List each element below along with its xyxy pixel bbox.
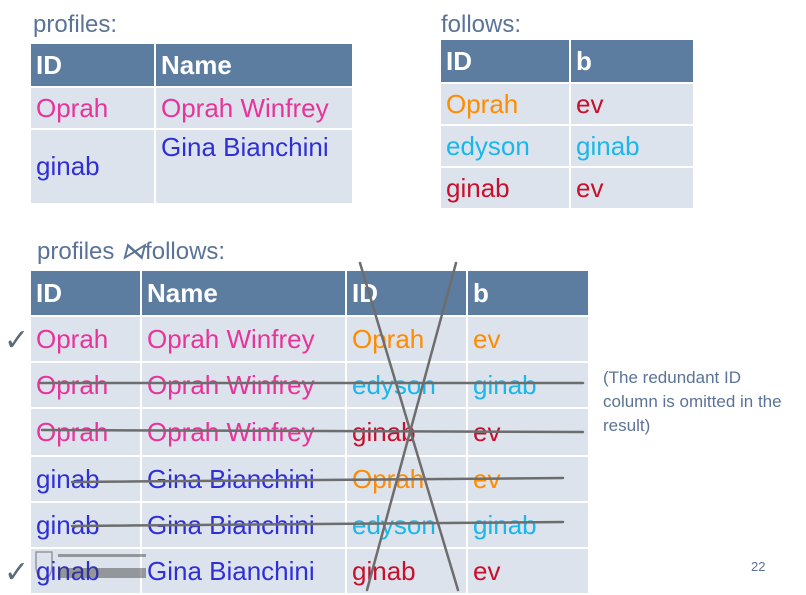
join-cell-id: ginab	[31, 549, 140, 593]
follows-table: ID b Oprah ev edyson ginab ginab ev	[439, 38, 695, 210]
table-row: Oprah ev	[441, 84, 693, 124]
follows-cell-id: Oprah	[441, 84, 569, 124]
follows-cell-id: ginab	[441, 168, 569, 208]
join-label-left: profiles	[37, 238, 115, 265]
join-cell-name: Gina Bianchini	[142, 503, 345, 547]
join-label: profiles ⋈follows:	[37, 238, 225, 266]
follows-cell-b: ev	[571, 168, 693, 208]
table-row: Oprah Oprah Winfrey edyson ginab	[31, 363, 588, 407]
join-header-id: ID	[31, 271, 140, 315]
check-icon: ✓	[4, 324, 30, 357]
check-icon: ✓	[4, 556, 30, 589]
join-cell-id: Oprah	[31, 409, 140, 455]
join-cell-b: ev	[468, 317, 588, 361]
table-row: ginab ev	[441, 168, 693, 208]
join-cell-b: ev	[468, 409, 588, 455]
bowtie-icon: ⋈	[121, 238, 146, 265]
profiles-header-row: ID Name	[31, 44, 352, 86]
profiles-cell-name: Oprah Winfrey	[156, 88, 352, 128]
join-cell-id: ginab	[31, 503, 140, 547]
follows-header-id: ID	[441, 40, 569, 82]
profiles-table: ID Name Oprah Oprah Winfrey ginab Gina B…	[29, 42, 354, 205]
join-header-id2: ID	[347, 271, 466, 315]
profiles-header-name: Name	[156, 44, 352, 86]
follows-cell-b: ginab	[571, 126, 693, 166]
table-row: Oprah Oprah Winfrey	[31, 88, 352, 128]
join-cell-b: ev	[468, 457, 588, 501]
join-cell-b: ginab	[468, 503, 588, 547]
table-row: ginab Gina Bianchini	[31, 130, 352, 203]
follows-header-row: ID b	[441, 40, 693, 82]
profiles-label: profiles:	[33, 11, 118, 38]
join-cell-b: ev	[468, 549, 588, 593]
profiles-cell-id: Oprah	[31, 88, 154, 128]
table-row: Oprah Oprah Winfrey Oprah ev	[31, 317, 588, 361]
join-header-row: ID Name ID b	[31, 271, 588, 315]
join-cell-id2: Oprah	[347, 317, 466, 361]
follows-header-b: b	[571, 40, 693, 82]
join-cell-name: Oprah Winfrey	[142, 409, 345, 455]
join-cell-id: Oprah	[31, 363, 140, 407]
profiles-header-id: ID	[31, 44, 154, 86]
omitted-column-note: (The redundant ID column is omitted in t…	[603, 368, 782, 435]
join-label-right: follows:	[145, 238, 226, 265]
follows-cell-id: edyson	[441, 126, 569, 166]
join-cell-id: ginab	[31, 457, 140, 501]
profiles-cell-id: ginab	[31, 130, 154, 203]
page-number: 22	[751, 559, 766, 574]
join-cell-name: Oprah Winfrey	[142, 363, 345, 407]
join-cell-id2: edyson	[347, 363, 466, 407]
table-row: edyson ginab	[441, 126, 693, 166]
join-cell-id: Oprah	[31, 317, 140, 361]
join-table: ID Name ID b Oprah Oprah Winfrey Oprah e…	[29, 269, 590, 595]
join-header-name: Name	[142, 271, 345, 315]
join-header-b: b	[468, 271, 588, 315]
table-row: ginab Gina Bianchini Oprah ev	[31, 457, 588, 501]
follows-label: follows:	[441, 11, 522, 38]
join-cell-name: Gina Bianchini	[142, 549, 345, 593]
university-logo	[35, 551, 146, 581]
profiles-cell-name: Gina Bianchini	[156, 130, 352, 203]
join-cell-id2: ginab	[347, 549, 466, 593]
join-cell-name: Gina Bianchini	[142, 457, 345, 501]
join-cell-name: Oprah Winfrey	[142, 317, 345, 361]
table-row: Oprah Oprah Winfrey ginab ev	[31, 409, 588, 455]
join-cell-id2: edyson	[347, 503, 466, 547]
join-cell-b: ginab	[468, 363, 588, 407]
join-cell-id2: ginab	[347, 409, 466, 455]
join-cell-id2: Oprah	[347, 457, 466, 501]
follows-cell-b: ev	[571, 84, 693, 124]
table-row: ginab Gina Bianchini edyson ginab	[31, 503, 588, 547]
